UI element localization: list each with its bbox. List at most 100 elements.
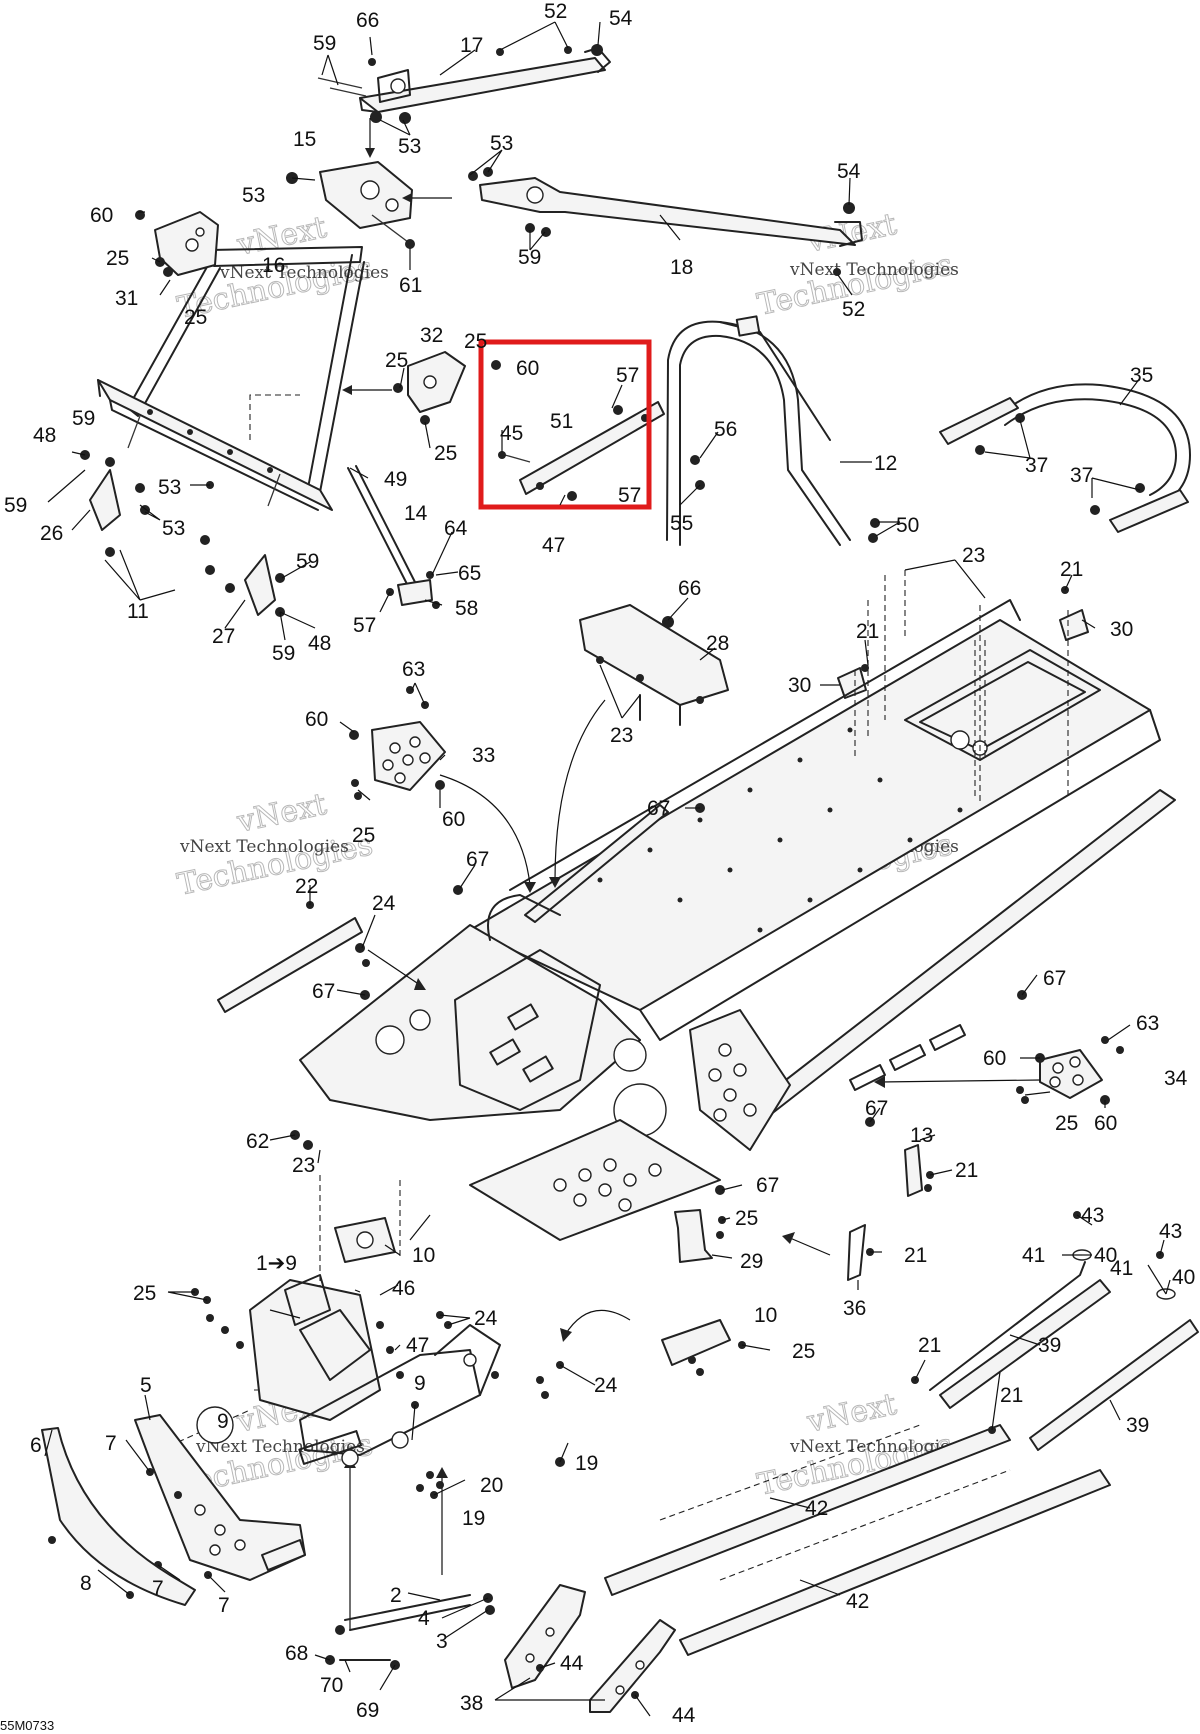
callout-43: 43 [1081,1204,1104,1227]
callout-13: 13 [910,1124,933,1147]
callout-33: 33 [472,744,495,767]
part-51-plate [491,360,665,501]
callout-54: 54 [837,160,861,183]
callout-67: 67 [466,848,489,871]
callout-labels: 66 52 54 59 17 53 15 53 53 54 60 25 16 3… [4,0,1195,1727]
callout-44: 44 [560,1652,584,1675]
callout-53: 53 [242,184,265,207]
callout-49: 49 [384,468,407,491]
callout-67: 67 [647,797,670,820]
callout-24: 24 [594,1374,618,1397]
callout-62: 62 [246,1130,269,1153]
callout-31: 31 [115,287,138,310]
part-22-bar [217,901,370,1013]
callout-16: 16 [262,254,285,277]
callout-48: 48 [33,424,56,447]
callout-59: 59 [518,246,541,269]
callout-42: 42 [805,1497,828,1520]
callout-60: 60 [516,357,539,380]
callout-20: 20 [480,1474,503,1497]
watermark-small: vNext Technologies [789,260,959,280]
callout-40: 40 [1094,1244,1117,1267]
callout-48: 48 [308,632,331,655]
callout-69: 69 [356,1699,379,1722]
callout-14: 14 [404,502,428,525]
callout-37: 37 [1070,464,1093,487]
part-31-bracket [135,210,219,277]
callout-54: 54 [609,7,633,30]
callout-25: 25 [464,330,487,353]
callout-10: 10 [412,1244,435,1267]
callout-67: 67 [312,980,335,1003]
callout-59: 59 [72,407,95,430]
callout-10: 10 [754,1304,777,1327]
figure-code: 55M0733 [0,1718,54,1733]
callout-38: 38 [460,1692,483,1715]
callout-23: 23 [292,1154,315,1177]
callout-59: 59 [296,550,319,573]
callout-53: 53 [398,135,421,158]
callout-11: 11 [127,600,149,623]
callout-19: 19 [575,1452,598,1475]
callout-22: 22 [295,875,318,898]
callout-57: 57 [353,614,376,637]
part-39-slide-rails [929,1261,1199,1451]
callout-56: 56 [714,418,737,441]
callout-17: 17 [460,34,483,57]
part-6-skid-plate [41,1427,196,1606]
callout-63: 63 [402,658,425,681]
callout-39: 39 [1038,1334,1061,1357]
callout-68: 68 [285,1642,308,1665]
part-9-front-frame [191,1274,564,1489]
part-16-front-a-frame [97,246,365,511]
part-18-steering-bar [468,167,863,276]
watermark-line1: vNext [803,1387,899,1440]
callout-2: 2 [390,1584,402,1607]
callout-51: 51 [550,410,573,433]
callout-26: 26 [40,522,63,545]
callout-41: 41 [1110,1257,1133,1280]
callout-6: 6 [30,1434,42,1457]
callout-21: 21 [856,620,879,643]
callout-36: 36 [843,1297,866,1320]
callout-60: 60 [983,1047,1006,1070]
callout-67: 67 [865,1097,888,1120]
callout-55: 55 [670,512,693,535]
callout-3: 3 [436,1630,448,1653]
callout-9: 9 [217,1410,229,1433]
callout-66: 66 [356,9,379,32]
part-26-bracket [80,450,214,557]
callout-61: 61 [399,274,422,297]
callout-59: 59 [313,32,336,55]
callout-30: 30 [788,674,811,697]
callout-70: 70 [320,1674,343,1697]
part-13-bracket [904,1144,934,1197]
callout-52: 52 [842,298,865,321]
callout-24: 24 [372,892,396,915]
callout-25: 25 [133,1282,156,1305]
callout-59: 59 [272,642,295,665]
callout-5: 5 [140,1374,152,1397]
part-33-bracket [349,686,446,800]
part-5-side-plate [134,1414,306,1581]
assembly-dashed-lines [159,570,1069,1451]
callout-8: 8 [80,1572,92,1595]
callout-leaders [44,21,1171,1717]
callout-21: 21 [904,1244,927,1267]
part-32-bracket [342,351,466,425]
callout-15: 15 [293,128,316,151]
part-29-bracket [674,1209,726,1263]
callout-57: 57 [616,364,639,387]
callout-50: 50 [896,514,919,537]
callout-25: 25 [385,349,408,372]
callout-46: 46 [392,1277,415,1300]
callout-34: 34 [1164,1067,1188,1090]
callout-57: 57 [618,484,641,507]
callout-25: 25 [106,247,129,270]
callout-41: 41 [1022,1244,1045,1267]
callout-32: 32 [420,324,443,347]
watermark-small: vNext Technologies [219,263,389,283]
callout-29: 29 [740,1250,763,1273]
callout-7: 7 [218,1594,230,1617]
